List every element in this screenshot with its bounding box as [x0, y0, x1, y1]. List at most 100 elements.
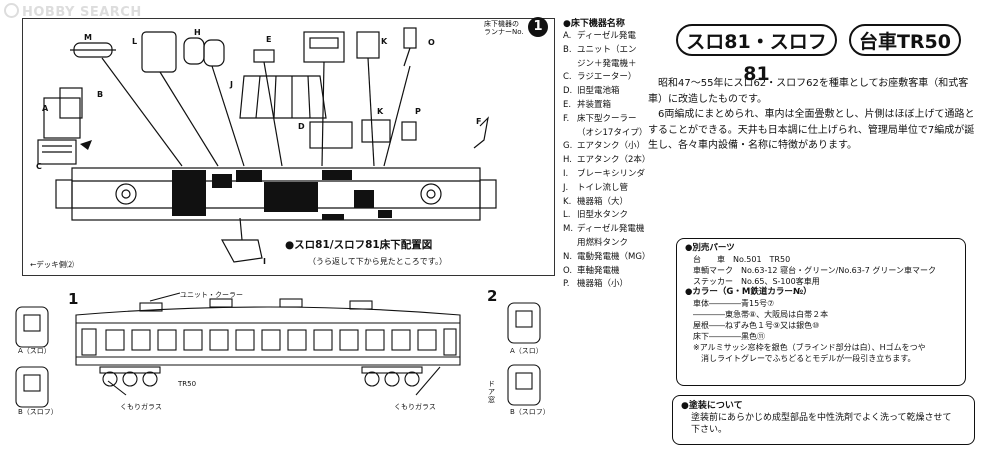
legend-text: 機器箱（小）: [577, 279, 629, 290]
parts-title: ●別売パーツ: [685, 243, 735, 253]
runner-label: 床下機器の ランナーNo.: [484, 20, 524, 36]
diagram-caption-sub: （うら返して下から見たところです。）: [308, 257, 447, 266]
legend-text: ディーゼル発電機: [577, 224, 645, 235]
legend-item: E.丼装置箱: [563, 99, 663, 113]
color-line-4: 床下――――黒色⑪: [693, 332, 765, 341]
bogie-title: 台車TR50: [849, 24, 961, 56]
legend-key: C.: [563, 72, 572, 83]
painting-line-1: 塗装前にあらかじめ成型部品を中性洗剤でよく洗って乾燥させて: [691, 413, 952, 423]
legend-text: ジン＋発電機＋: [577, 58, 637, 69]
legend-key: N.: [563, 251, 573, 262]
end-view-right-top: [507, 302, 541, 344]
legend-text: ブレーキシリンダ: [577, 168, 646, 179]
diagram-caption: ●スロ81/スロフ81床下配置図: [285, 239, 433, 251]
legend-text: 用燃料タンク: [577, 237, 629, 248]
legend-text: （オシ17タイプ）: [577, 127, 648, 138]
end-label-slow-right: A（スロ）: [510, 347, 543, 355]
legend-item: D.旧型電池箱: [563, 85, 663, 99]
end-view-left-top: [15, 306, 49, 348]
legend-key: A.: [563, 31, 572, 41]
legend-item: I. ブレーキシリンダ: [563, 168, 663, 182]
section-number-badge: 1: [528, 17, 548, 37]
part-letter-l: J: [230, 80, 233, 89]
watermark: HOBBY SEARCH: [4, 3, 142, 20]
part-letter-e: E: [266, 35, 272, 44]
legend-text: エアタンク（小）: [577, 141, 646, 152]
part-letter-k-mid: K: [377, 107, 384, 116]
painting-box: ●塗装について 塗装前にあらかじめ成型部品を中性洗剤でよく洗って乾燥させて 下さ…: [672, 395, 975, 445]
bogie-label: TR50: [178, 380, 197, 388]
legend-text: ラジエーター）: [577, 72, 637, 83]
part-e: [253, 49, 275, 63]
legend-item: M.ディーゼル発電機: [563, 223, 663, 237]
part-letter-d-mid: D: [298, 122, 305, 131]
color-line-1: 車体――――青15号⑦: [693, 299, 775, 308]
part-k-top: [356, 31, 380, 59]
legend-text: エアタンク（2本）: [577, 155, 651, 166]
model-title: スロ81・スロフ81: [676, 24, 837, 85]
parts-line-3: ステッカー No.65、S-100客車用: [693, 277, 820, 286]
part-letter-o: O: [428, 38, 435, 47]
car-body: [75, 306, 461, 366]
side-view-drawing: [15, 292, 541, 408]
legend-key: F.: [563, 113, 570, 124]
deck-side-label: ←デッキ側⑵: [30, 260, 74, 269]
frosted-glass-label-2: くもりガラス: [394, 403, 436, 411]
legend-text: 旧型水タンク: [577, 210, 629, 221]
legend-key: P.: [563, 279, 570, 290]
legend-text: ディーゼル発電: [577, 31, 636, 41]
legend-item: 用燃料タンク: [563, 237, 663, 251]
legend-key: E.: [563, 99, 572, 110]
part-k-mid: [361, 119, 391, 143]
parts-line-2: 車輌マーク No.63-12 寝台・グリーン/No.63-7 グリーン車マーク: [693, 266, 936, 275]
legend-item: C. ラジエーター）: [563, 71, 663, 85]
part-letter-j: F: [476, 117, 482, 126]
legend-item: L. 旧型水タンク: [563, 209, 663, 223]
part-letter-h: H: [194, 28, 201, 37]
part-a-b: [43, 87, 83, 139]
part-o: [403, 27, 417, 67]
legend-key: B.: [563, 44, 572, 55]
legend-item: F.床下型クーラー: [563, 113, 663, 127]
underfloor-diagram-frame: [22, 18, 555, 276]
end-number-1: 1: [68, 290, 79, 308]
part-p: [401, 121, 417, 141]
end-view-left-bottom: [15, 366, 49, 408]
legend-key: J.: [563, 182, 569, 193]
legend-list: A. ディーゼル発電 B. ユニット（エンジン＋発電機＋ C. ラジエーター） D.旧型電池…: [563, 30, 663, 292]
legend-key: O.: [563, 265, 573, 276]
part-j: [473, 116, 489, 149]
note-line-1: ※アルミサッシ窓枠を銀色（ブラインド部分は白）、Hゴムをつや: [693, 343, 926, 352]
intro-paragraph-2: 6両編成にまとめられ、車内は全面畳敷とし、片側はほぼ上げて通路とすることができる…: [648, 109, 975, 151]
painting-title: ●塗装について: [681, 401, 743, 411]
part-c: [37, 139, 77, 165]
legend-text: 機器箱（大）: [577, 196, 629, 207]
legend-text: ユニット（エン: [577, 44, 637, 55]
legend-key: I.: [563, 168, 569, 179]
end-view-right-bottom: [507, 364, 541, 406]
end-number-2: 2: [487, 287, 498, 305]
legend-key: K.: [563, 196, 572, 207]
part-d-top: [303, 31, 345, 63]
part-letter-i: I: [263, 257, 266, 266]
legend-key: L.: [563, 210, 571, 221]
color-line-3: 屋根――ねずみ色１号⑨又は銀色⑩: [693, 321, 820, 330]
part-letter-a: A: [42, 104, 49, 113]
legend-item: N.電動発電機（MG）: [563, 251, 663, 265]
legend-text: 車軸発電機: [577, 265, 620, 276]
part-d-mid: [309, 121, 353, 149]
door-window-label: ドア窓: [488, 380, 495, 404]
part-letter-c: C: [36, 162, 42, 171]
legend-key: H.: [563, 155, 572, 166]
watermark-text: HOBBY SEARCH: [22, 5, 142, 20]
part-h: [183, 37, 225, 67]
intro-paragraph-1: 昭和47〜55年にスロ62・スロフ62を種車としてお座敷客車（和式客車）に改造し…: [648, 78, 969, 105]
parts-line-1: 台 車 No.501 TR50: [693, 255, 791, 264]
color-title: ●カラー（G・M鉄道カラー№）: [685, 287, 812, 297]
end-label-slowf-right: B（スロフ）: [510, 408, 550, 416]
part-letter-n: M: [84, 33, 92, 42]
cooler-label: ユニット・クーラー: [180, 291, 243, 299]
part-l: [239, 75, 327, 119]
underfloor-drawing: [37, 27, 497, 263]
part-letter-b: B: [97, 90, 104, 99]
